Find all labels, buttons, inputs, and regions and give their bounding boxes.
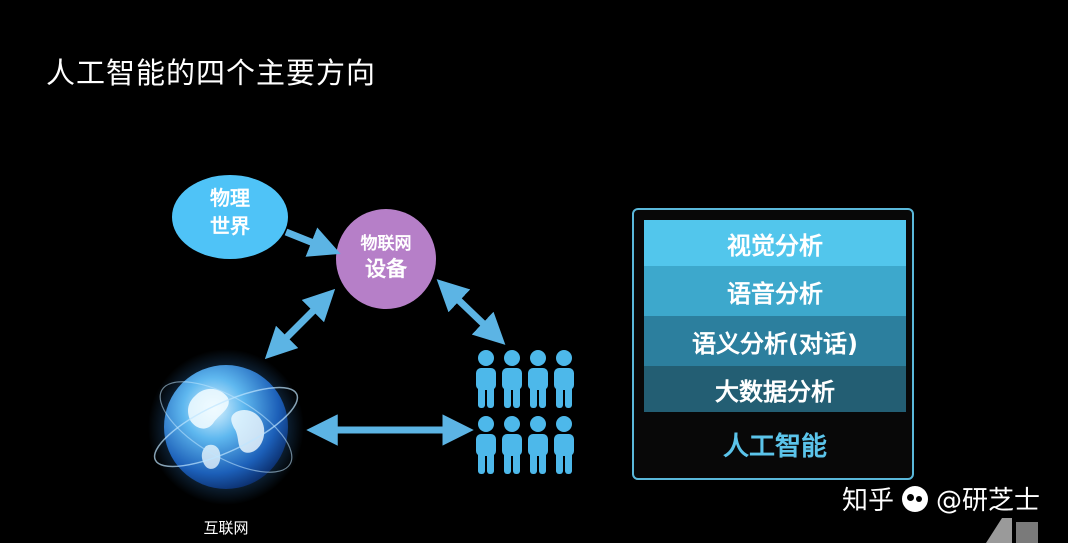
stack-layer-speech: 语音分析 [644,266,906,316]
ai-stack-panel: 视觉分析 语音分析 语义分析(对话) 大数据分析 人工智能 [632,208,914,480]
person-icon [476,350,496,408]
stack-layer-bigdata: 大数据分析 [644,366,906,412]
slide-title: 人工智能的四个主要方向 [46,56,377,90]
person-icon [554,416,574,474]
people-group-icon [476,350,574,474]
iot-devices-node: 物联网 设备 [336,209,436,309]
person-icon [476,416,496,474]
person-icon [502,350,522,408]
arrow-iot-people [436,279,506,345]
person-icon [502,416,522,474]
physical-world-label-line2: 世界 [210,214,250,238]
arrow-physical-to-iot [284,227,341,257]
globe-icon [148,349,304,505]
iot-devices-label-line2: 设备 [365,257,408,281]
iot-devices-label-line1: 物联网 [361,233,412,254]
watermark-site: 知乎 [842,486,895,516]
stack-layer-semantic: 语义分析(对话) [644,316,906,366]
zhihu-avatar-icon [902,485,929,512]
iot-diagram: 物理 世界 物联网 设备 互联网 [148,175,574,537]
arrow-iot-internet [264,288,336,360]
stack-layer-vision: 视觉分析 [644,220,906,266]
person-icon [528,416,548,474]
watermark-handle: @研芝士 [936,486,1041,516]
person-icon [554,350,574,408]
person-icon [528,350,548,408]
corner-logo-icon [986,518,1038,543]
stack-base-ai: 人工智能 [722,431,827,462]
watermark: 知乎 @研芝士 [842,480,1040,517]
physical-world-node: 物理 世界 [172,175,288,259]
physical-world-label-line1: 物理 [210,186,250,210]
internet-label: 互联网 [203,519,248,537]
